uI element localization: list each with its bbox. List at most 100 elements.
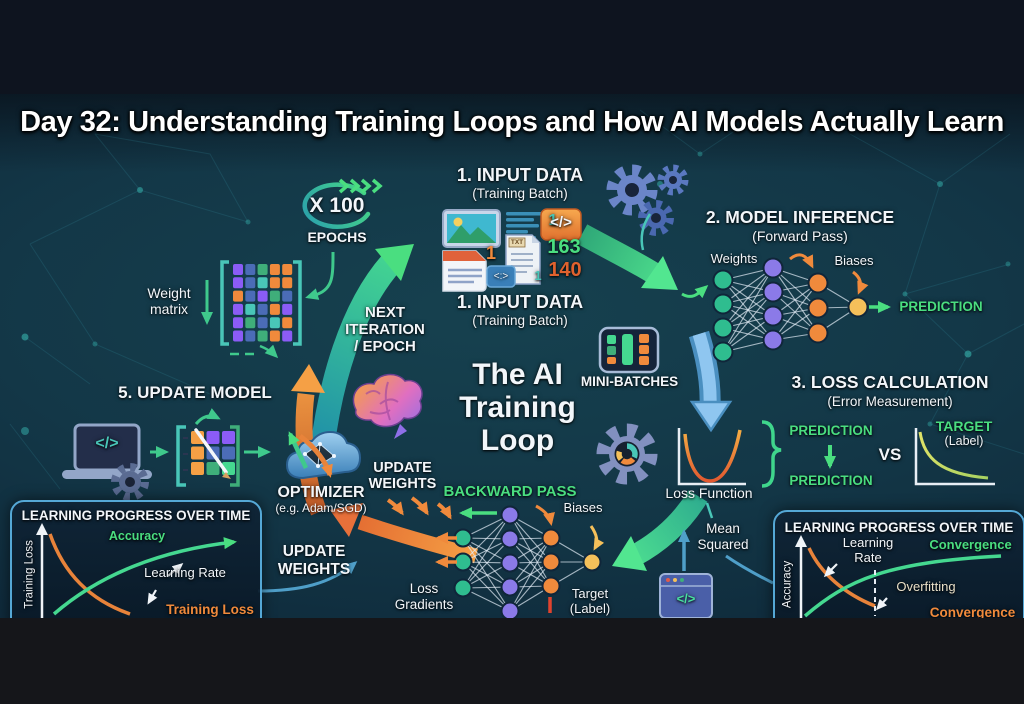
left-panel-title: LEARNING PROGRESS OVER TIME	[21, 508, 251, 523]
right-panel-y-axis: Accuracy	[781, 560, 794, 609]
update-model-title: 5. UPDATE MODEL	[118, 383, 272, 402]
left-panel-chart	[36, 523, 237, 618]
right-panel-learning-rate-line2: Rate	[854, 550, 882, 565]
loss-function-label: Loss Function	[665, 485, 753, 501]
update-weights-right-line1: UPDATE	[373, 460, 432, 476]
optimizer-subtitle: (e.g. Adam/SGD)	[275, 501, 367, 515]
next-iteration-line3: / EPOCH	[354, 338, 416, 355]
target-sub-label: (Label)	[944, 434, 984, 448]
laptop-icon	[62, 423, 152, 501]
learning-progress-panel-left: LEARNING PROGRESS OVER TIME Training Los…	[10, 500, 262, 618]
input-data-title: 1. INPUT DATA	[456, 165, 584, 185]
image-icon	[442, 209, 501, 248]
brain-icon	[352, 373, 423, 439]
count-small: 1	[534, 268, 542, 283]
code-chip-label: </>	[550, 214, 572, 231]
gear-chart-icon	[596, 423, 658, 485]
input-data-subtitle: (Training Batch)	[472, 186, 568, 201]
loss-function-chart	[677, 428, 746, 486]
model-inference-title: 2. MODEL INFERENCE	[705, 207, 895, 227]
edit-matrix-icon	[176, 408, 271, 487]
letterbox-bottom	[0, 618, 1024, 704]
prediction-bottom: PREDICTION	[789, 473, 873, 488]
update-weights-left-line2: WEIGHTS	[277, 561, 351, 578]
left-panel-accuracy: Accuracy	[108, 529, 166, 543]
text-lines-icon	[506, 212, 542, 240]
left-panel-y-axis: Training Loss	[23, 540, 36, 609]
backward-target-line2: (Label)	[569, 601, 611, 616]
count-text-items: 1	[548, 212, 558, 229]
gears-icon	[606, 164, 689, 251]
arrow-input-to-inference	[576, 224, 709, 299]
txt-tag: TXT	[510, 239, 524, 246]
learning-progress-panel-right: LEARNING PROGRESS OVER TIME Accuracy Lea…	[773, 510, 1024, 618]
diagram-graphics	[9, 109, 1024, 618]
arrow-loss-to-backward	[612, 490, 708, 571]
left-panel-training-loss: Training Loss	[166, 602, 254, 617]
right-panel-learning-rate-line1: Learning	[842, 535, 894, 550]
mini-code-chip-icon	[486, 265, 516, 288]
loss-calculation-title: 3. LOSS CALCULATION	[791, 372, 989, 392]
next-iteration-line2: ITERATION	[345, 321, 425, 338]
update-weights-left-line1: UPDATE	[282, 543, 346, 560]
optimizer-cloud-icon	[285, 430, 362, 480]
weight-matrix-line1: Weight	[147, 285, 191, 301]
weights-label: Weights	[710, 251, 758, 266]
letterbox-top	[0, 0, 1024, 94]
arrow-inference-to-loss	[688, 330, 733, 433]
connector-lines	[257, 502, 774, 593]
code-window-icon	[659, 573, 713, 618]
target-chart	[914, 428, 995, 486]
vs-label: VS	[878, 445, 902, 464]
epoch-multiplier: X 100	[309, 194, 365, 217]
loop-title-line1: The AI	[472, 358, 563, 391]
backward-network	[435, 504, 605, 618]
model-inference-subtitle: (Forward Pass)	[752, 228, 848, 244]
loss-gradients-line2: Gradients	[394, 597, 454, 612]
loop-title-line2: Training	[459, 391, 576, 424]
right-panel-title: LEARNING PROGRESS OVER TIME	[784, 520, 1014, 535]
right-panel-overfitting: Overfitting	[896, 579, 956, 594]
prediction-label: PREDICTION	[899, 299, 983, 314]
input-data-title-2: 1. INPUT DATA	[456, 292, 584, 312]
next-iteration-line1: NEXT	[364, 304, 405, 321]
mean-squared-line1: Mean	[706, 521, 740, 536]
biases-label: Biases	[834, 253, 874, 268]
loop-title-line3: Loop	[480, 424, 555, 457]
right-panel-clipped-text: Convergence	[929, 605, 1016, 618]
document-icon	[442, 250, 487, 292]
mean-squared-line2: Squared	[697, 537, 749, 552]
mini-batches-label: MINI-BATCHES	[580, 374, 679, 389]
value-red: 140	[548, 259, 582, 281]
arrow-next-iteration	[310, 244, 414, 452]
value-green: 163	[547, 236, 581, 258]
laptop-code-label: </>	[95, 435, 119, 452]
target-label: TARGET	[935, 418, 993, 434]
prediction-brace	[761, 420, 836, 488]
input-data-subtitle-2: (Training Batch)	[472, 313, 568, 328]
loss-gradients-line1: Loss	[409, 581, 439, 596]
right-panel-convergence: Convergence	[929, 537, 1012, 552]
epochs-label: EPOCHS	[307, 229, 367, 245]
backward-pass-title: BACKWARD PASS	[443, 483, 577, 500]
mini-batches-icon	[598, 326, 660, 374]
diagram-canvas: Day 32: Understanding Training Loops and…	[0, 94, 1024, 618]
prediction-top: PREDICTION	[789, 423, 873, 438]
forward-network	[712, 253, 891, 363]
code-chip-icon	[540, 208, 582, 241]
update-weights-gradient-arrows	[386, 496, 452, 520]
right-panel-chart	[795, 535, 1002, 618]
update-weights-right-line2: WEIGHTS	[368, 476, 437, 492]
loss-calculation-subtitle: (Error Measurement)	[827, 394, 953, 409]
page-title: Day 32: Understanding Training Loops and…	[20, 106, 1004, 138]
backward-target-line1: Target	[571, 586, 609, 601]
count-doc-items: 1	[485, 243, 496, 263]
weight-matrix-line2: matrix	[149, 301, 189, 317]
code-window-label: </>	[676, 591, 696, 606]
mini-code-chip-label: <:>	[493, 271, 509, 282]
left-panel-learning-rate: Learning Rate	[144, 565, 226, 580]
weight-matrix-icon	[201, 260, 302, 359]
optimizer-title: OPTIMIZER	[277, 484, 365, 501]
backward-biases-label: Biases	[563, 500, 603, 515]
